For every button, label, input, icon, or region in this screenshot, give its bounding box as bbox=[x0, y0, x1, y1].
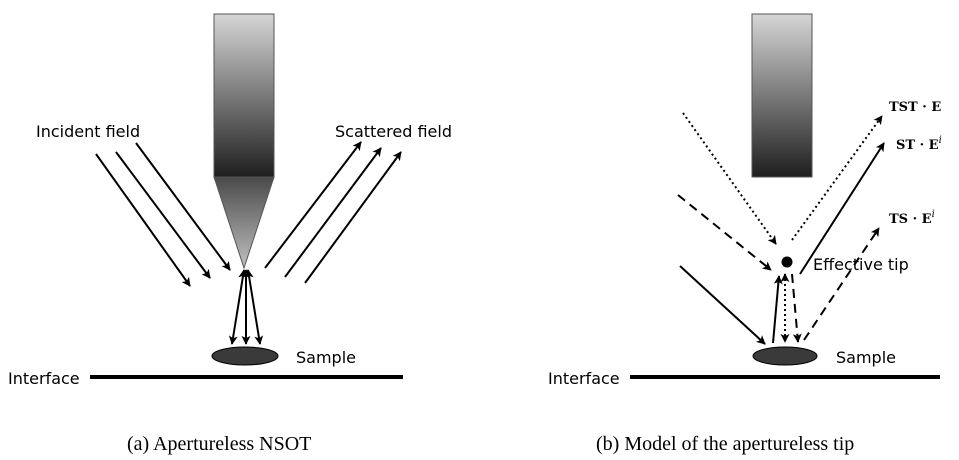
scattered-arrows bbox=[264, 141, 402, 284]
scattered-arrow bbox=[304, 151, 402, 284]
dotted-incoming-arrow bbox=[682, 112, 777, 245]
st-label: ST · Ei bbox=[896, 135, 942, 153]
ts-label: TS · Ei bbox=[889, 209, 935, 227]
probe-shaft bbox=[751, 13, 813, 178]
sample-ellipse bbox=[752, 346, 818, 366]
panel-a: Incident field Scattered field Sample In… bbox=[8, 13, 452, 455]
incident-arrow bbox=[95, 153, 191, 287]
probe-tip bbox=[213, 176, 275, 270]
tst-label: TST · E bbox=[889, 100, 941, 115]
effective-tip-dot bbox=[781, 256, 793, 268]
dotted-outgoing-arrow bbox=[791, 115, 883, 241]
dashed-incoming-arrow bbox=[677, 194, 772, 271]
incident-arrow bbox=[115, 151, 211, 279]
caption-b: (b) Model of the apertureless tip bbox=[596, 433, 854, 455]
caption-a: (a) Apertureless NSOT bbox=[127, 433, 311, 455]
incident-arrow bbox=[135, 142, 231, 271]
solid-incoming-arrow bbox=[679, 265, 766, 345]
double-arrow bbox=[228, 269, 248, 345]
interface-label: Interface bbox=[8, 369, 80, 388]
sample-label: Sample bbox=[836, 348, 896, 367]
dashed-path bbox=[677, 194, 880, 343]
sample-label: Sample bbox=[296, 348, 356, 367]
interface-label: Interface bbox=[548, 369, 620, 388]
scattered-arrow bbox=[284, 147, 382, 278]
dashed-down-arrow bbox=[791, 273, 802, 343]
scattered-arrow bbox=[264, 141, 362, 269]
dotted-path bbox=[682, 112, 883, 343]
solid-outgoing-arrow bbox=[799, 142, 885, 275]
near-field-arrows bbox=[228, 269, 264, 345]
incident-label: Incident field bbox=[36, 122, 140, 141]
panel-b: Effective tip Sample Interface TST · E S… bbox=[548, 13, 942, 455]
effective-tip-label: Effective tip bbox=[813, 255, 909, 274]
double-arrow bbox=[244, 269, 264, 345]
incident-arrows bbox=[95, 142, 231, 287]
solid-path bbox=[679, 142, 885, 345]
sample-ellipse bbox=[211, 346, 279, 366]
solid-up-arrow bbox=[772, 275, 783, 344]
dashed-outgoing-arrow bbox=[803, 227, 880, 341]
scattered-label: Scattered field bbox=[335, 122, 452, 141]
probe-shaft bbox=[213, 13, 275, 178]
